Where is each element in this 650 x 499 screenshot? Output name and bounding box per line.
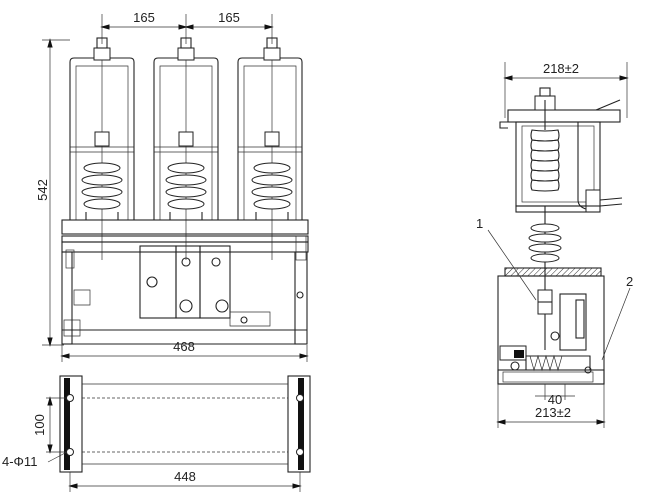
front-frame	[61, 219, 309, 345]
dim-hole-spacing-h: 448	[174, 469, 196, 484]
height-dimension: 542	[35, 38, 70, 347]
callout-2: 2	[626, 274, 633, 289]
dim-top-width: 218±2	[543, 61, 579, 76]
bellows	[530, 129, 560, 192]
width-dimension: 468	[60, 339, 309, 362]
mounting-hole-top-right	[296, 394, 304, 402]
pole-2	[153, 37, 219, 260]
side-view: 218±2	[476, 61, 633, 428]
dim-pitch-left: 165	[133, 10, 155, 25]
pitch-dimension: 165 165	[100, 10, 274, 44]
mounting-hole-top-left	[66, 394, 74, 402]
front-view: 165 165 542	[35, 10, 309, 362]
dim-width: 468	[173, 339, 195, 354]
dim-pitch-right: 165	[218, 10, 240, 25]
dim-bottom-width: 213±2	[535, 405, 571, 420]
dim-base-offset: 40	[548, 392, 562, 407]
mounting-view: 100 4-Φ11 448	[2, 375, 311, 492]
callout-1: 1	[476, 216, 483, 231]
mounting-hole-bottom-right	[296, 448, 304, 456]
dim-hole-spacing-v: 100	[32, 414, 47, 436]
pole-3	[237, 37, 303, 260]
pole-1	[69, 37, 135, 260]
dim-height: 542	[35, 179, 50, 201]
mounting-hole-bottom-left	[66, 448, 74, 456]
hole-spec-label: 4-Φ11	[2, 454, 37, 469]
